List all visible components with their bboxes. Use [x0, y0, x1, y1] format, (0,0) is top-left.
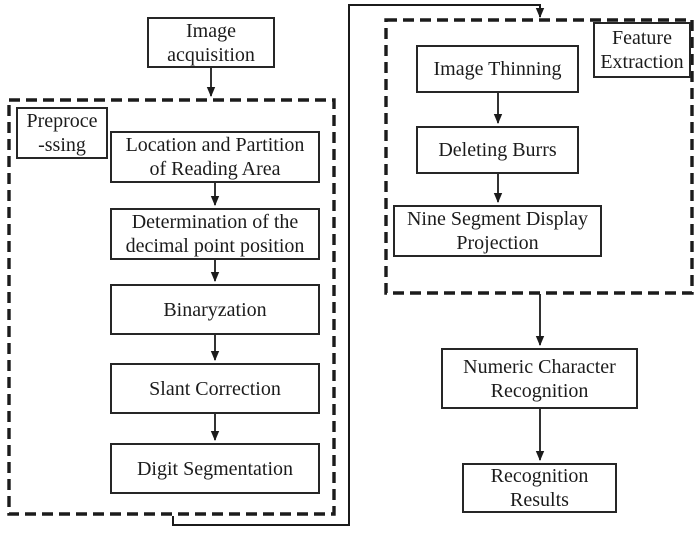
node-image-acquisition-label: Image acquisition [167, 19, 255, 66]
node-location-partition-label: Location and Partition of Reading Area [125, 134, 305, 180]
container-label-feature-extraction: Feature Extraction [593, 22, 691, 78]
node-location-partition: Location and Partition of Reading Area [110, 131, 320, 183]
node-image-thinning-label: Image Thinning [433, 58, 562, 80]
node-numeric-character-recognition: Numeric Character Recognition [441, 348, 638, 409]
node-digit-segmentation: Digit Segmentation [110, 443, 320, 494]
node-nine-segment-label: Nine Segment Display Projection [406, 208, 589, 254]
feature-extraction-label-text: Feature Extraction [600, 27, 684, 73]
preprocessing-label-text: Preproce -ssing [26, 110, 98, 156]
node-recognition-results-label: Recognition Results [490, 465, 589, 511]
node-image-acquisition: Image acquisition [147, 17, 275, 68]
node-digit-segmentation-label: Digit Segmentation [136, 457, 294, 480]
node-decimal-point-label: Determination of the decimal point posit… [125, 211, 305, 257]
node-numeric-recognition-label: Numeric Character Recognition [463, 355, 616, 402]
node-deleting-burrs: Deleting Burrs [416, 126, 579, 174]
node-decimal-point-determination: Determination of the decimal point posit… [110, 208, 320, 260]
feature-extraction-container-border [384, 18, 694, 295]
node-slant-correction: Slant Correction [110, 363, 320, 414]
node-recognition-results: Recognition Results [462, 463, 617, 513]
node-nine-segment-projection: Nine Segment Display Projection [393, 205, 602, 257]
node-binaryzation-label: Binaryzation [163, 298, 267, 321]
preprocessing-container-border [7, 98, 336, 516]
node-binaryzation: Binaryzation [110, 284, 320, 335]
node-image-thinning: Image Thinning [416, 45, 579, 93]
node-slant-correction-label: Slant Correction [149, 377, 281, 400]
node-deleting-burrs-label: Deleting Burrs [438, 139, 557, 161]
container-label-preprocessing: Preproce -ssing [16, 107, 108, 159]
connector-preprocessing-to-feature [172, 4, 545, 526]
